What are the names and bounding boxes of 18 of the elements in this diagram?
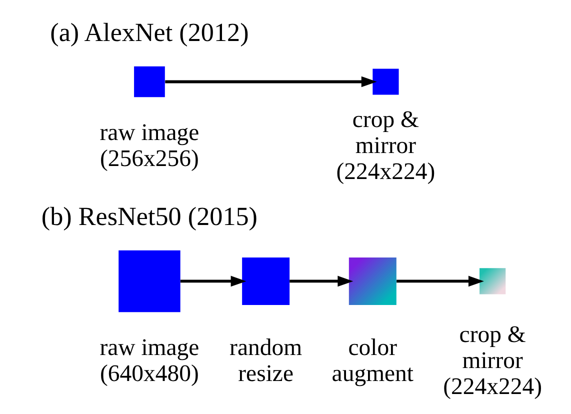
label: (b) ResNet50 (2015) xyxy=(40,202,258,231)
arrow xyxy=(164,76,376,88)
node-box xyxy=(479,268,506,294)
node-label: crop & mirror (224x224) xyxy=(336,106,435,186)
node-label: crop & mirror (224x224) xyxy=(442,322,542,400)
node-box xyxy=(118,250,180,312)
node-box xyxy=(242,257,290,305)
arrow xyxy=(396,276,484,287)
arrow xyxy=(289,276,353,287)
node-label: raw image (640x480) xyxy=(99,334,199,387)
node-box xyxy=(134,66,164,98)
arrow xyxy=(180,276,246,287)
node-box xyxy=(348,257,396,305)
node-box xyxy=(372,68,398,95)
node-label: raw image (256x256) xyxy=(99,120,199,172)
node-label: random resize xyxy=(229,334,302,387)
node-label: color augment xyxy=(331,334,414,387)
label: (a) AlexNet (2012) xyxy=(50,18,248,47)
